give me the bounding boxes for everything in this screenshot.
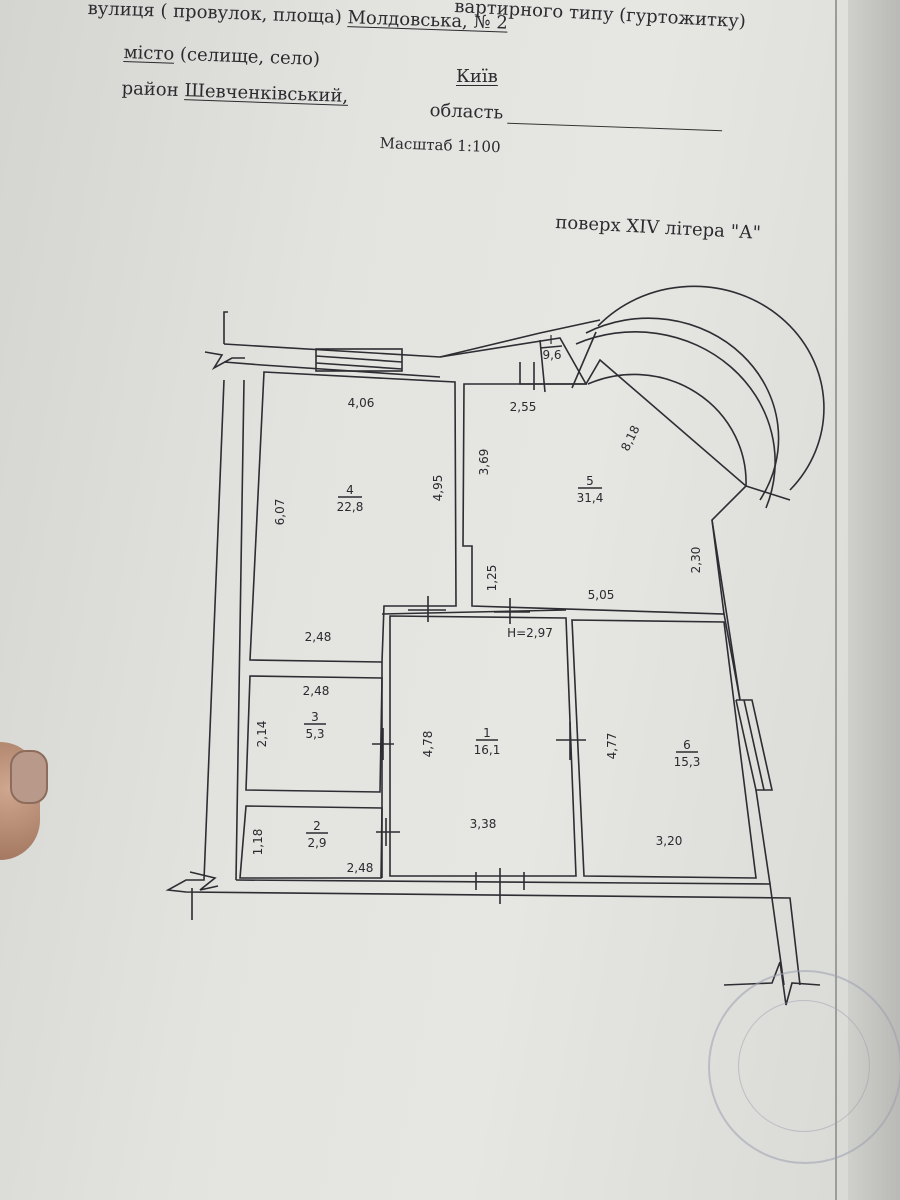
corridor-wall — [381, 609, 567, 615]
room-3-outline — [245, 675, 383, 793]
dim-room6-bottom: 3,20 — [656, 834, 683, 848]
outer-wall-left-side — [165, 379, 801, 986]
outer-wall-right-lower — [755, 789, 771, 885]
window-right-pane — [743, 699, 765, 791]
dim-room4-right: 4,95 — [431, 475, 445, 502]
official-stamp-inner-ring — [738, 1000, 870, 1132]
break-mark-bottom-left — [189, 871, 219, 891]
dim-room1-left: 4,78 — [421, 731, 435, 758]
dim-room4-left: 6,07 — [273, 499, 287, 526]
room-4-outline — [249, 371, 457, 663]
dim-room2-bottom: 2,48 — [347, 861, 374, 875]
dim-room4-top: 4,06 — [348, 396, 375, 410]
dim-room5-notch: 1,25 — [485, 565, 499, 592]
dim-room5-bottom: 5,05 — [588, 588, 615, 602]
dim-room1-bottom: 3,38 — [470, 817, 497, 831]
dim-room2-left: 1,18 — [251, 829, 265, 856]
dim-room5-left: 3,69 — [477, 449, 491, 476]
outer-wall-right-upper — [711, 519, 741, 701]
outer-wall-left-inner — [235, 379, 245, 881]
fingernail — [10, 750, 48, 804]
page-edge-line — [835, 0, 837, 1200]
outer-wall-top — [223, 319, 601, 358]
bay-joint-top — [571, 331, 597, 389]
room-5-outline — [462, 358, 748, 615]
room-I-area: 9,6 — [542, 348, 561, 362]
bay-arc-outer — [585, 317, 780, 501]
room-I-number: I — [549, 333, 553, 347]
room-6-outline — [571, 619, 757, 879]
room-6-number: 6 — [683, 738, 691, 752]
outer-wall-left — [223, 311, 228, 344]
ceiling-height: Н=2,97 — [507, 626, 553, 640]
bay-arc-outer2 — [575, 331, 776, 509]
dim-room3-left: 2,14 — [255, 721, 269, 748]
window-top — [315, 348, 403, 372]
break-mark-top-left — [204, 351, 245, 371]
outer-wall-top-inner — [223, 361, 441, 378]
room-3-area: 5,3 — [305, 727, 324, 741]
room-2-area: 2,9 — [307, 836, 326, 850]
room-3-number: 3 — [311, 710, 319, 724]
bay-joint-right — [745, 485, 791, 501]
dim-room5-top: 2,55 — [510, 400, 537, 414]
room-1-area: 16,1 — [474, 743, 501, 757]
room-5-area: 31,4 — [577, 491, 604, 505]
room-1-outline — [389, 615, 577, 877]
window-top-pane1 — [315, 355, 403, 363]
room-2-outline — [239, 805, 383, 879]
dim-room3-top: 2,48 — [303, 684, 330, 698]
room-5-number: 5 — [586, 474, 594, 488]
room-2-number: 2 — [313, 819, 321, 833]
room-4-area: 22,8 — [337, 500, 364, 514]
bay-arc-inner — [587, 373, 747, 487]
room-6-area: 15,3 — [674, 755, 701, 769]
window-right — [735, 699, 773, 791]
room-1-number: 1 — [483, 726, 491, 740]
dim-room6-left: 4,77 — [605, 733, 619, 760]
balcony-wall — [439, 337, 588, 385]
window-top-pane2 — [315, 362, 403, 370]
dim-room4-bottom: 2,48 — [305, 630, 332, 644]
room-4-number: 4 — [346, 483, 354, 497]
dim-room5-arc: 8,18 — [618, 423, 642, 453]
dim-room5-right: 2,30 — [689, 547, 703, 574]
bay-arc-rim — [597, 285, 825, 491]
room-I-fraction-bar — [539, 345, 563, 349]
city-value: Київ — [456, 66, 498, 87]
official-stamp — [708, 970, 900, 1164]
